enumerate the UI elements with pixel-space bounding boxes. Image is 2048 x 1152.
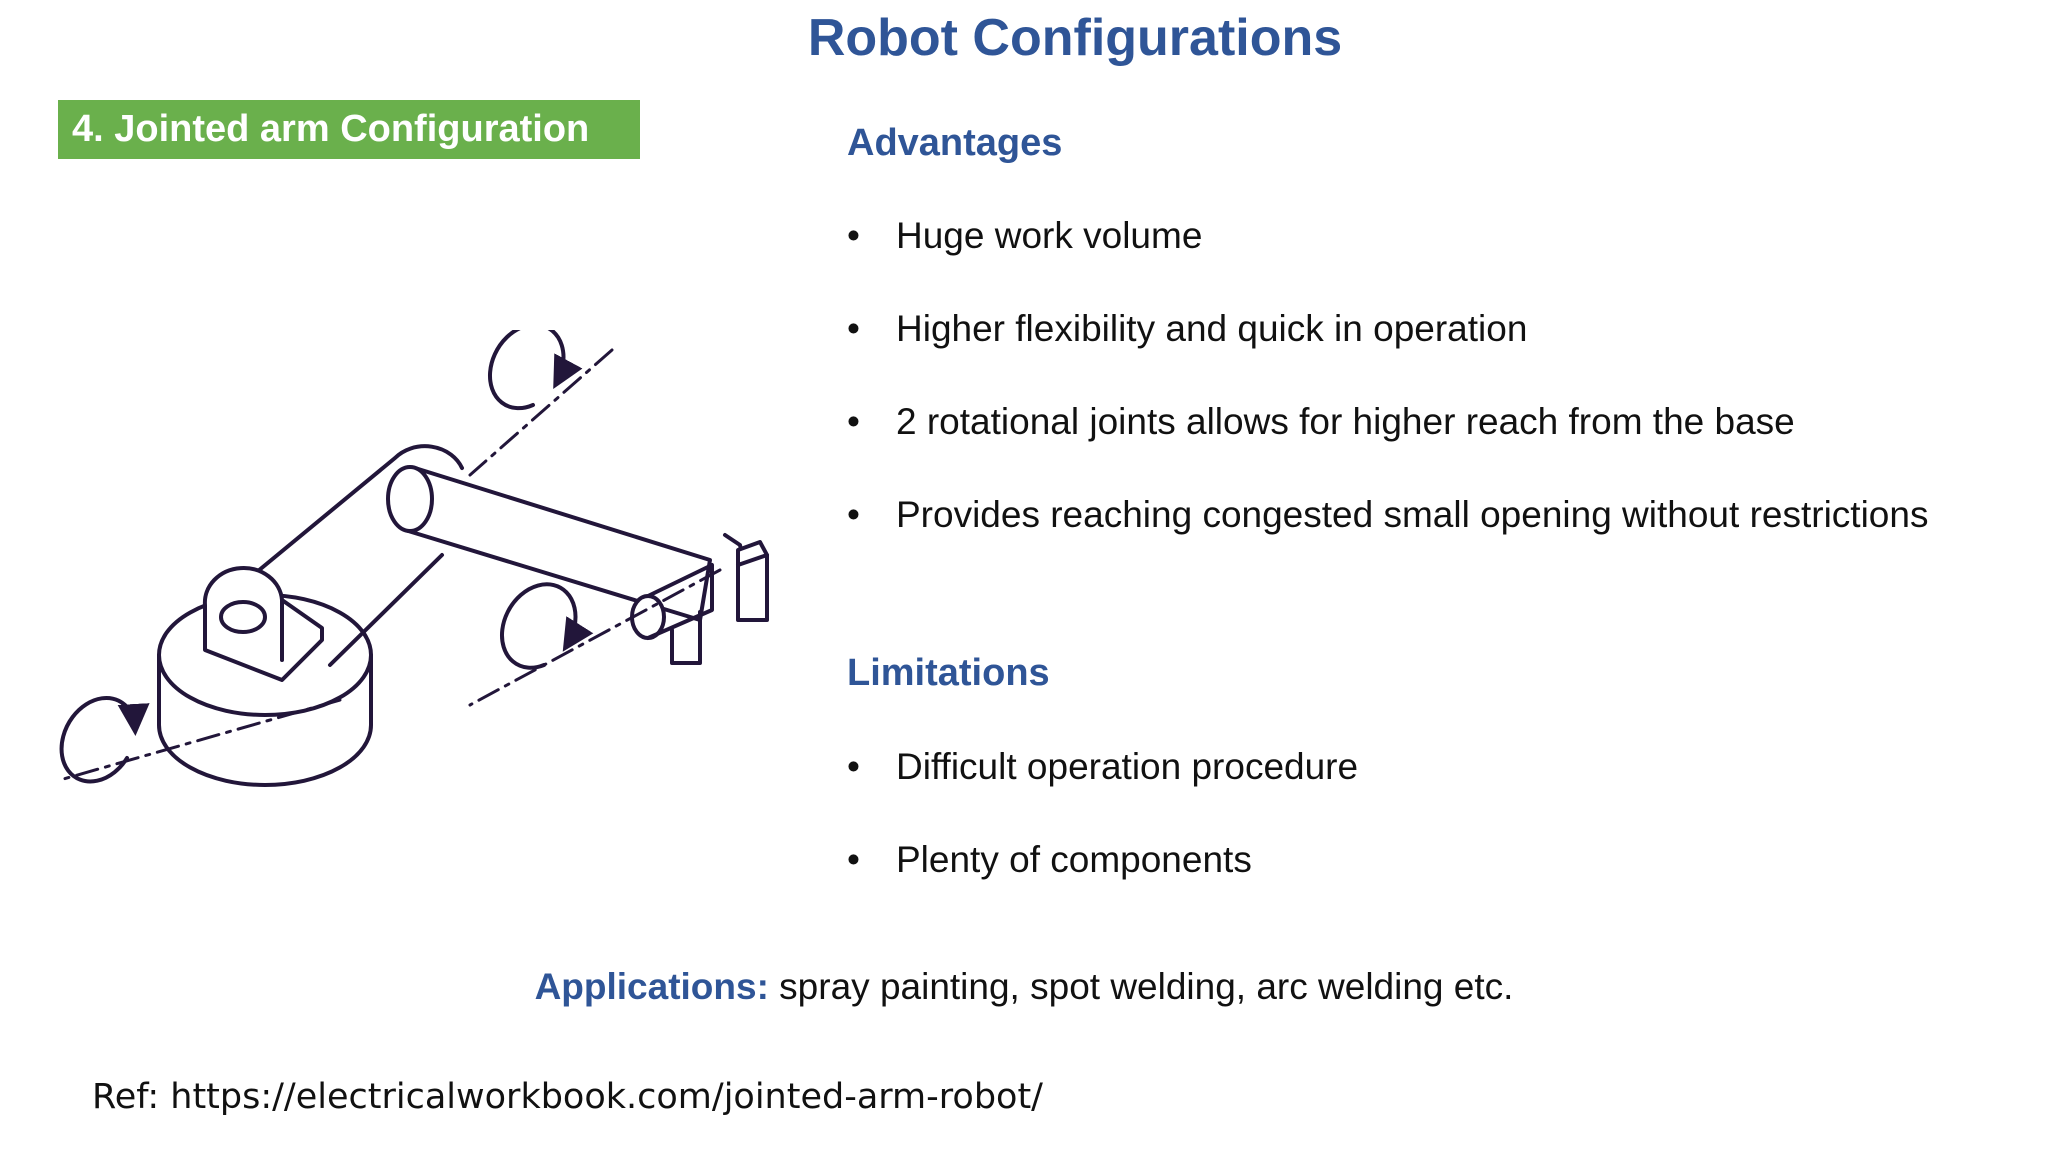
bullet-icon: •: [847, 215, 860, 256]
slide-title: Robot Configurations: [807, 9, 1343, 67]
advantages-heading: Advantages: [847, 122, 1063, 164]
robot-forearm: [386, 465, 747, 622]
applications-text: spray painting, spot welding, arc weldin…: [768, 966, 1514, 1007]
reference-text: Ref: https://electricalworkbook.com/join…: [92, 1077, 1043, 1117]
rotation-arrow-shoulder: [487, 330, 583, 411]
applications-line: Applications: spray painting, spot weldi…: [0, 966, 2048, 1008]
robot-shoulder-joint: [202, 566, 324, 682]
rotation-arrow-base: [59, 696, 150, 784]
bullet-icon: •: [847, 746, 860, 787]
robot-upper-arm: [233, 444, 464, 667]
joint-axes: [58, 348, 722, 782]
applications-label: Applications:: [534, 966, 769, 1007]
section-label-badge: 4. Jointed arm Configuration: [58, 100, 640, 159]
limitations-heading: Limitations: [847, 652, 1050, 694]
bullet-icon: •: [847, 839, 860, 880]
jointed-arm-robot-diagram: [58, 330, 769, 787]
rotation-arrow-elbow: [499, 582, 594, 670]
bullet-icon: •: [847, 494, 860, 535]
bullet-icon: •: [847, 401, 860, 442]
robot-gripper: [630, 540, 769, 665]
bullet-icon: •: [847, 308, 860, 349]
